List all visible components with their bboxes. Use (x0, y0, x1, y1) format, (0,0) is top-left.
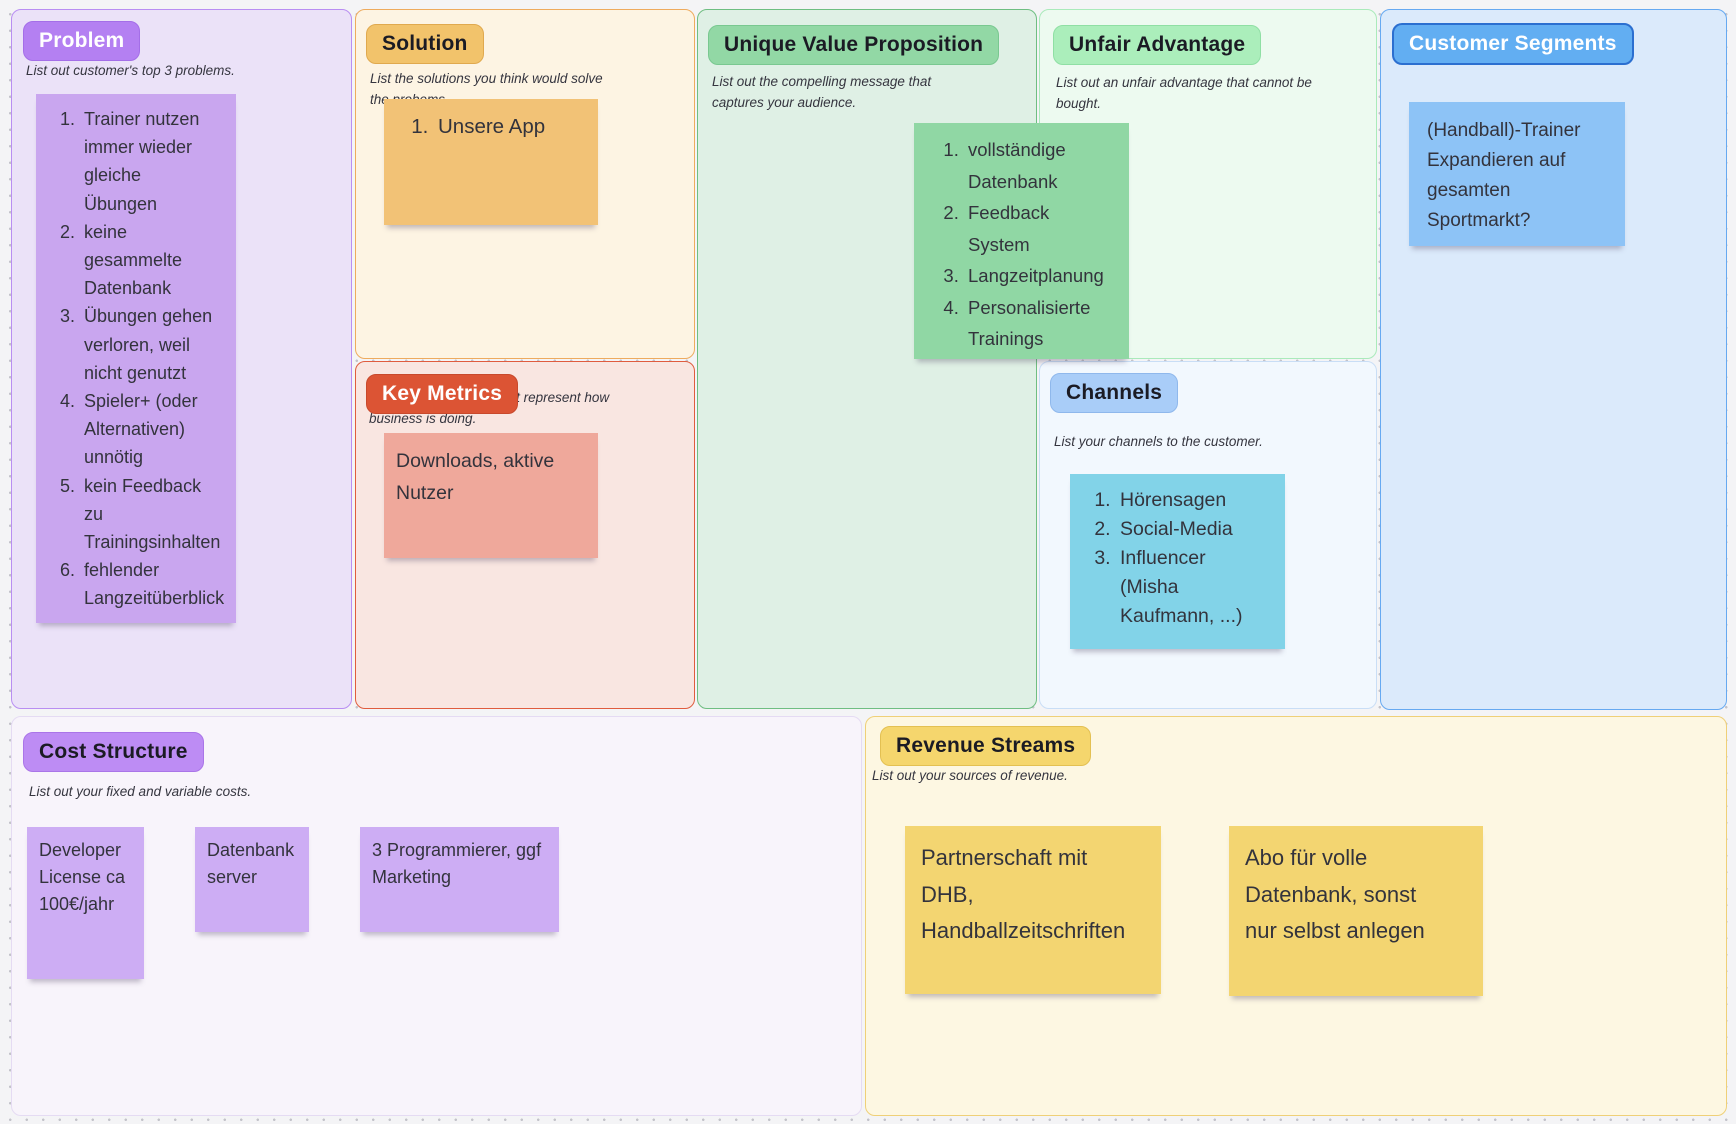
list-item: Social-Media (1116, 515, 1265, 544)
revenue-sticky-note[interactable]: Abo für volle Datenbank, sonst nur selbs… (1229, 826, 1483, 996)
unfair-advantage-subtitle: List out an unfair advantage that cannot… (1056, 75, 1312, 111)
section-unfair-advantage[interactable]: Unfair Advantage List out an unfair adva… (1039, 9, 1377, 359)
revenue-sticky-note[interactable]: Partnerschaft mit DHB, Handballzeitschri… (905, 826, 1161, 994)
list-item: Trainer nutzen immer wieder gleiche Übun… (80, 105, 213, 218)
cost-structure-title-badge[interactable]: Cost Structure (23, 732, 204, 773)
list-item: fehlender Langzeitüberblick (80, 556, 224, 612)
solution-title-badge[interactable]: Solution (366, 24, 484, 65)
list-item: vollständige Datenbank (964, 134, 1101, 197)
cost-sticky-note[interactable]: Datenbank server (195, 827, 309, 932)
list-item: Influencer (Misha Kaufmann, ...) (1116, 544, 1265, 631)
uvp-title-badge[interactable]: Unique Value Proposition (708, 25, 1000, 66)
list-item: Personalisierte Trainings (964, 292, 1101, 355)
cost-sticky-note[interactable]: Developer License ca 100€/jahr (27, 827, 144, 979)
list-item: Hörensagen (1116, 486, 1265, 515)
key-metrics-sticky-note[interactable]: Downloads, aktive Nutzer (384, 433, 598, 558)
list-item: keine gesammelte Datenbank (80, 218, 213, 303)
section-customer-segments[interactable]: Customer Segments (Handball)-Trainer Exp… (1380, 9, 1727, 710)
section-revenue-streams[interactable]: Revenue Streams List out your sources of… (865, 716, 1727, 1116)
list-item: Langzeitplanung (964, 260, 1104, 292)
revenue-streams-title-badge[interactable]: Revenue Streams (880, 726, 1092, 767)
customer-segments-title-badge[interactable]: Customer Segments (1392, 23, 1634, 66)
cost-structure-subtitle: List out your fixed and variable costs. (29, 784, 252, 799)
section-solution[interactable]: Solution List the solutions you think wo… (355, 9, 695, 359)
problem-title-badge[interactable]: Problem (23, 21, 141, 62)
key-metrics-title-badge[interactable]: Key Metrics (366, 374, 519, 415)
list-item: kein Feedback zu Trainingsinhalten (80, 472, 220, 557)
unfair-advantage-title-badge[interactable]: Unfair Advantage (1053, 25, 1262, 66)
uvp-sticky-note[interactable]: vollständige Datenbank Feedback System L… (914, 123, 1129, 359)
problem-list: Trainer nutzen immer wieder gleiche Übun… (46, 105, 226, 613)
section-cost-structure[interactable]: Cost Structure List out your fixed and v… (11, 716, 862, 1116)
section-channels[interactable]: Channels List your channels to the custo… (1039, 361, 1377, 709)
channels-sticky-note[interactable]: Hörensagen Social-Media Influencer (Mish… (1070, 474, 1285, 649)
customer-segments-sticky-note[interactable]: (Handball)-Trainer Expandieren auf gesam… (1409, 102, 1625, 246)
channels-title-badge[interactable]: Channels (1050, 373, 1179, 414)
uvp-list: vollständige Datenbank Feedback System L… (926, 134, 1121, 355)
solution-list: Unsere App (394, 112, 588, 142)
section-key-metrics[interactable]: List the key numbers that represent how … (355, 361, 695, 709)
channels-subtitle: List your channels to the customer. (1054, 434, 1263, 449)
section-problem[interactable]: Problem List out customer's top 3 proble… (11, 9, 352, 709)
list-item: Feedback System (964, 197, 1101, 260)
channels-list: Hörensagen Social-Media Influencer (Mish… (1080, 486, 1275, 631)
list-item: Spieler+ (oder Alternativen) unnötig (80, 387, 213, 472)
solution-sticky-note[interactable]: Unsere App (384, 99, 598, 225)
list-item: Unsere App (434, 112, 580, 142)
problem-subtitle: List out customer's top 3 problems. (26, 63, 235, 78)
uvp-subtitle: List out the compelling message that cap… (712, 74, 932, 110)
list-item: Übungen gehen verloren, weil nicht genut… (80, 302, 213, 387)
cost-sticky-note[interactable]: 3 Programmierer, ggf Marketing (360, 827, 559, 932)
problem-sticky-note[interactable]: Trainer nutzen immer wieder gleiche Übun… (36, 94, 236, 623)
section-unique-value-proposition[interactable]: Unique Value Proposition List out the co… (697, 9, 1129, 709)
revenue-streams-subtitle: List out your sources of revenue. (872, 768, 1068, 783)
